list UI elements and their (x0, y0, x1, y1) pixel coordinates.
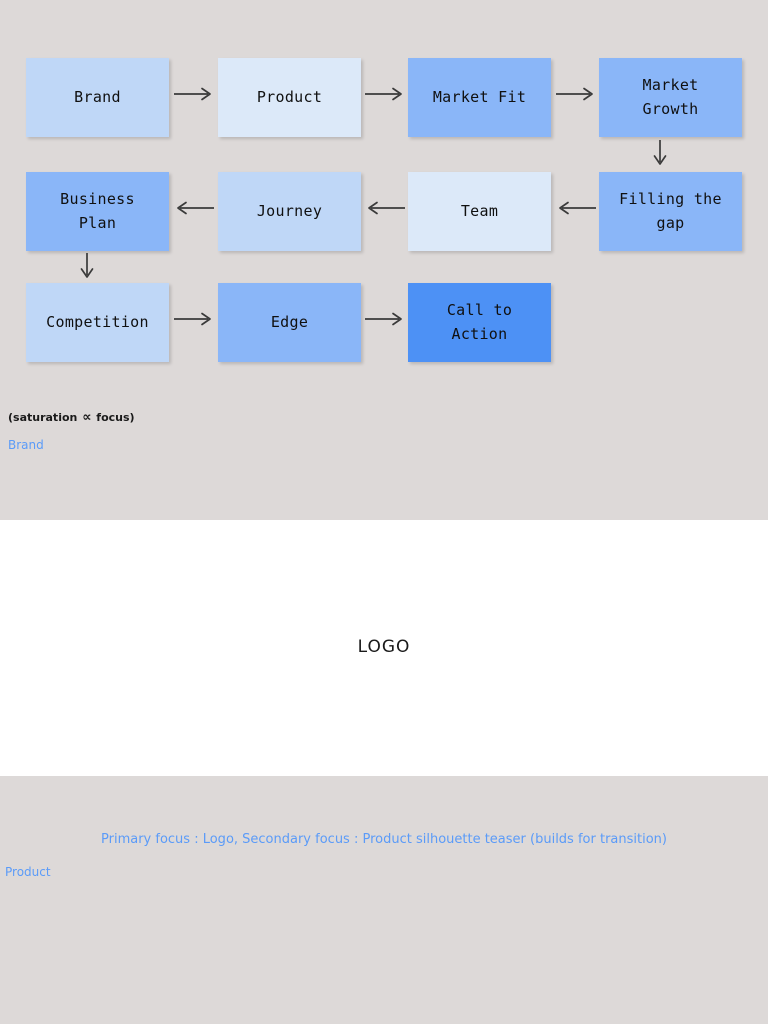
slide-label-product[interactable]: Product (5, 865, 51, 879)
flow-node-competition[interactable]: Competition (26, 283, 169, 362)
arrow-right-icon-brand-to-product (172, 85, 216, 103)
arrow-right-icon-edge-to-call-to-action (363, 310, 407, 328)
flow-node-business-plan[interactable]: Business Plan (26, 172, 169, 251)
flow-node-journey[interactable]: Journey (218, 172, 361, 251)
arrow-down-icon-market-growth-to-filling-the-gap (650, 138, 670, 170)
brand-flowchart: Brand Product Market Fit Market Growth B… (0, 0, 768, 400)
flow-node-product[interactable]: Product (218, 58, 361, 137)
saturation-focus-note: (saturation ∝ focus) (8, 410, 508, 427)
saturation-note-suffix: focus) (92, 411, 135, 424)
flow-node-brand[interactable]: Brand (26, 58, 169, 137)
flow-node-filling-the-gap[interactable]: Filling the gap (599, 172, 742, 251)
logo-placeholder-text: LOGO (357, 637, 411, 657)
proportional-symbol-icon: ∝ (82, 410, 92, 425)
arrow-right-icon-market-fit-to-market-growth (554, 85, 598, 103)
flow-node-team[interactable]: Team (408, 172, 551, 251)
flow-node-edge[interactable]: Edge (218, 283, 361, 362)
saturation-note-prefix: (saturation (8, 411, 82, 424)
slide-panel-notes (0, 776, 768, 1024)
flow-node-call-to-action[interactable]: Call to Action (408, 283, 551, 362)
slide-panel-logo (0, 520, 768, 776)
arrow-right-icon-product-to-market-fit (363, 85, 407, 103)
arrow-left-icon-filling-the-gap-to-team (554, 199, 598, 217)
arrow-right-icon-competition-to-edge (172, 310, 216, 328)
flow-node-market-growth[interactable]: Market Growth (599, 58, 742, 137)
arrow-down-icon-business-plan-to-competition (77, 251, 97, 283)
diagram-caption-block: (saturation ∝ focus) Brand (8, 410, 508, 453)
arrow-left-icon-team-to-journey (363, 199, 407, 217)
slide-label-brand[interactable]: Brand (8, 437, 44, 452)
arrow-left-icon-journey-to-business-plan (172, 199, 216, 217)
flow-node-market-fit[interactable]: Market Fit (408, 58, 551, 137)
focus-note: Primary focus : Logo, Secondary focus : … (101, 832, 667, 847)
